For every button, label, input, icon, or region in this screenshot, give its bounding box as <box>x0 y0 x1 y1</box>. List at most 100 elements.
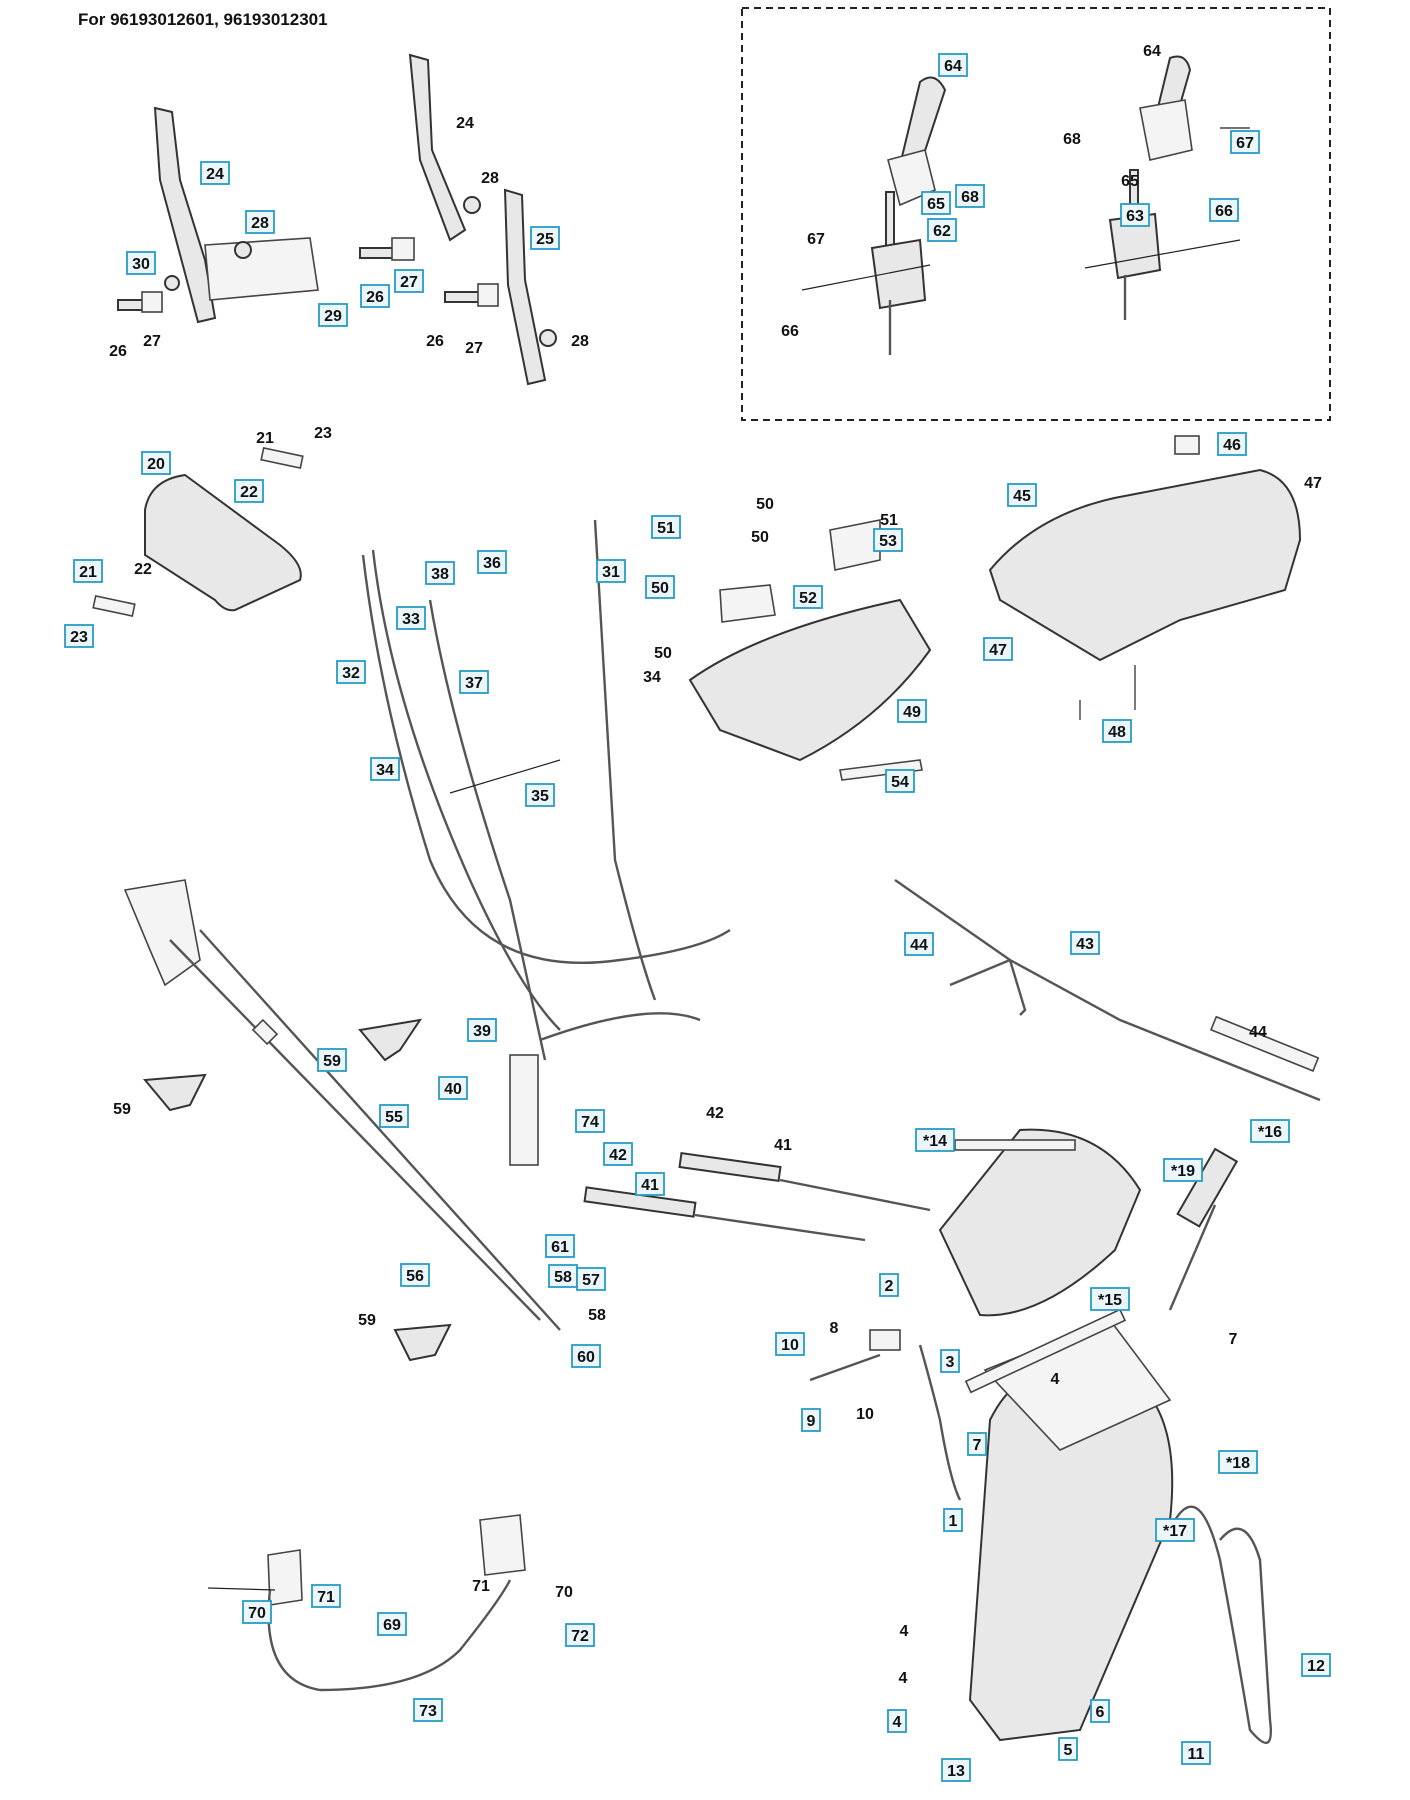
callout-label: *19 <box>1171 1163 1195 1180</box>
callout-label: 26 <box>366 289 384 306</box>
callout-c58b: 58 <box>588 1307 606 1324</box>
callout-label: 27 <box>143 333 161 350</box>
callout-label: 31 <box>602 564 620 581</box>
callout-c50d: 50 <box>654 645 672 662</box>
callout-box <box>955 184 985 208</box>
callout-c50b: 50 <box>751 529 769 546</box>
callout-c15: *15 <box>1090 1287 1130 1311</box>
callout-c2: 2 <box>879 1273 899 1297</box>
callout-label: *14 <box>923 1133 947 1150</box>
callout-box <box>425 561 455 585</box>
callout-box <box>1163 1158 1203 1182</box>
callout-label: 73 <box>419 1703 437 1720</box>
callout-label: 38 <box>431 566 449 583</box>
callout-label: 67 <box>1236 135 1254 152</box>
callout-box <box>379 1104 409 1128</box>
wiring-harness <box>894 879 1321 1102</box>
callout-label: 4 <box>893 1714 902 1731</box>
callout-c50a: 50 <box>756 496 774 513</box>
callout-c39: 39 <box>467 1018 497 1042</box>
callout-c22b: 22 <box>134 561 152 578</box>
spring-rod-lower <box>583 1186 866 1242</box>
callout-c27a: 27 <box>143 333 161 350</box>
callout-c21a: 21 <box>256 430 274 447</box>
callout-box <box>1155 1518 1195 1542</box>
callout-c31: 31 <box>596 559 626 583</box>
callout-box <box>467 1018 497 1042</box>
cable-bracket <box>809 1329 962 1501</box>
callout-c47a: 47 <box>1304 475 1322 492</box>
callout-c7a: 7 <box>1229 1331 1238 1348</box>
callout-c26b: 26 <box>360 284 390 308</box>
callout-box <box>793 585 823 609</box>
callout-c23a: 23 <box>314 425 332 442</box>
callout-label: 43 <box>1076 936 1094 953</box>
callout-label: 55 <box>385 1109 403 1126</box>
callout-label: 28 <box>571 333 589 350</box>
callout-box <box>603 1142 633 1166</box>
callout-c68b: 68 <box>1063 131 1081 148</box>
callout-c11: 11 <box>1181 1741 1211 1765</box>
callout-box <box>575 1109 605 1133</box>
callout-c30: 30 <box>126 251 156 275</box>
callout-box <box>651 515 681 539</box>
callout-label: 12 <box>1307 1658 1325 1675</box>
callout-c24b: 24 <box>456 115 474 132</box>
callout-box <box>645 575 675 599</box>
callout-label: 7 <box>973 1437 982 1454</box>
callout-box <box>1301 1653 1331 1677</box>
callout-label: 69 <box>383 1617 401 1634</box>
callout-c10b: 10 <box>856 1406 874 1423</box>
callout-c19: *19 <box>1163 1158 1203 1182</box>
callout-label: 20 <box>147 456 165 473</box>
callout-c54: 54 <box>885 769 915 793</box>
callout-label: 41 <box>774 1137 792 1154</box>
callout-label: 47 <box>989 642 1007 659</box>
callout-box <box>576 1267 606 1291</box>
callout-box <box>200 161 230 185</box>
chute-crank-rods <box>123 879 561 1331</box>
callout-c51a: 51 <box>651 515 681 539</box>
bottom-cable-assembly <box>207 1514 526 1692</box>
callout-c55: 55 <box>379 1104 409 1128</box>
callout-box <box>1058 1737 1078 1761</box>
callout-label: 21 <box>79 564 97 581</box>
callout-label: 65 <box>927 196 945 213</box>
callout-c67b: 67 <box>1230 130 1260 154</box>
engine-housing <box>988 435 1302 720</box>
callout-c5: 5 <box>1058 1737 1078 1761</box>
callout-label: 49 <box>903 704 921 721</box>
callout-box <box>394 269 424 293</box>
control-cables <box>361 519 731 1061</box>
callout-c34a: 34 <box>643 669 661 686</box>
callout-label: 41 <box>641 1177 659 1194</box>
callout-box <box>400 1263 430 1287</box>
callout-c57: 57 <box>576 1267 606 1291</box>
callout-c44a: 44 <box>904 932 934 956</box>
callout-c27c: 27 <box>465 340 483 357</box>
star-knob-3 <box>393 1323 452 1362</box>
callout-box <box>635 1172 665 1196</box>
callout-c4a: 4 <box>1051 1371 1060 1388</box>
callout-box <box>1218 1450 1258 1474</box>
callout-c47b: 47 <box>983 637 1013 661</box>
callout-label: 71 <box>317 1589 335 1606</box>
callout-c71a: 71 <box>311 1584 341 1608</box>
callout-c42b: 42 <box>603 1142 633 1166</box>
callout-label: 11 <box>1188 1746 1205 1763</box>
callout-c61: 61 <box>545 1234 575 1258</box>
callout-c45: 45 <box>1007 483 1037 507</box>
callout-c71b: 71 <box>472 1578 490 1595</box>
callout-c58a: 58 <box>548 1264 578 1288</box>
callout-label: 26 <box>109 343 127 360</box>
callout-label: 59 <box>358 1312 376 1329</box>
callout-label: 13 <box>947 1763 965 1780</box>
page-title: For 96193012601, 96193012301 <box>78 10 328 29</box>
callout-label: 70 <box>248 1605 266 1622</box>
callout-c35: 35 <box>525 783 555 807</box>
callout-c50c: 50 <box>645 575 675 599</box>
callout-label: 8 <box>830 1320 839 1337</box>
callout-label: 27 <box>465 340 483 357</box>
callout-label: 4 <box>1051 1371 1060 1388</box>
callout-label: 60 <box>577 1349 595 1366</box>
